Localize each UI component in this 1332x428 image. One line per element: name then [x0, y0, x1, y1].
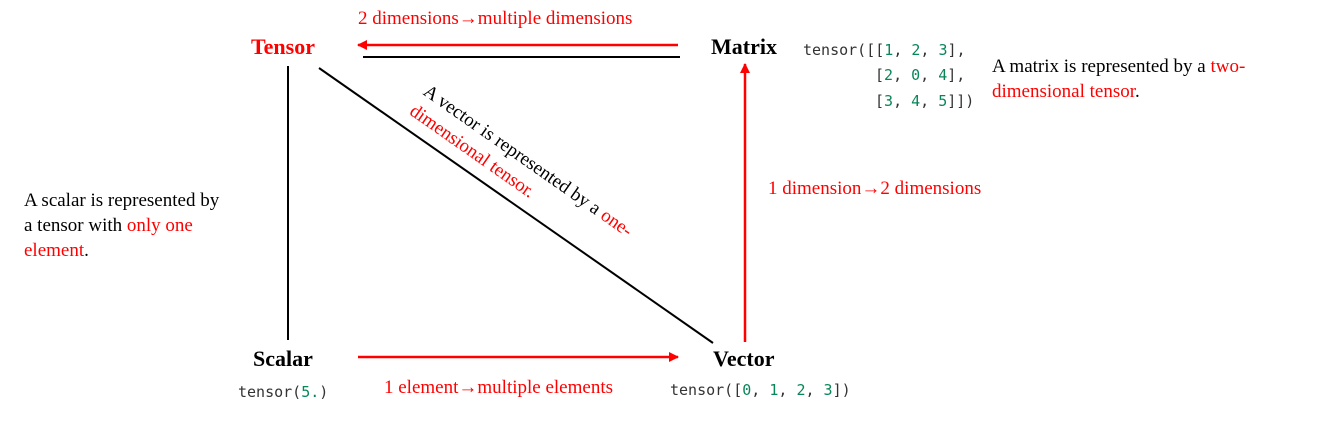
- vector-code: tensor([0, 1, 2, 3]): [670, 381, 851, 399]
- scalar-to-vector-label: 1 element→multiple elements: [384, 377, 613, 398]
- matrix-description: A matrix is represented by a two- dimens…: [992, 56, 1246, 102]
- tensor-vector-line: [318, 67, 714, 344]
- matrix-node: Matrix: [711, 34, 777, 59]
- matrix-code-row-3: [3, 4, 5]]): [875, 92, 975, 110]
- scalar-description-line-1: A scalar is represented by: [24, 190, 220, 211]
- scalar-description: A scalar is represented by a tensor with…: [24, 190, 220, 261]
- matrix-code-row-2: [2, 0, 4],: [875, 66, 966, 84]
- scalar-node: Scalar: [253, 346, 313, 371]
- vector-to-matrix-label: 1 dimension→2 dimensions: [768, 178, 982, 199]
- scalar-code: tensor(5.): [238, 383, 329, 401]
- vector-node: Vector: [713, 346, 775, 371]
- tensor-node: Tensor: [251, 34, 315, 59]
- matrix-to-tensor-label: 2 dimensions→multiple dimensions: [358, 8, 633, 29]
- matrix-code-row-1: tensor([[1, 2, 3],: [803, 41, 966, 59]
